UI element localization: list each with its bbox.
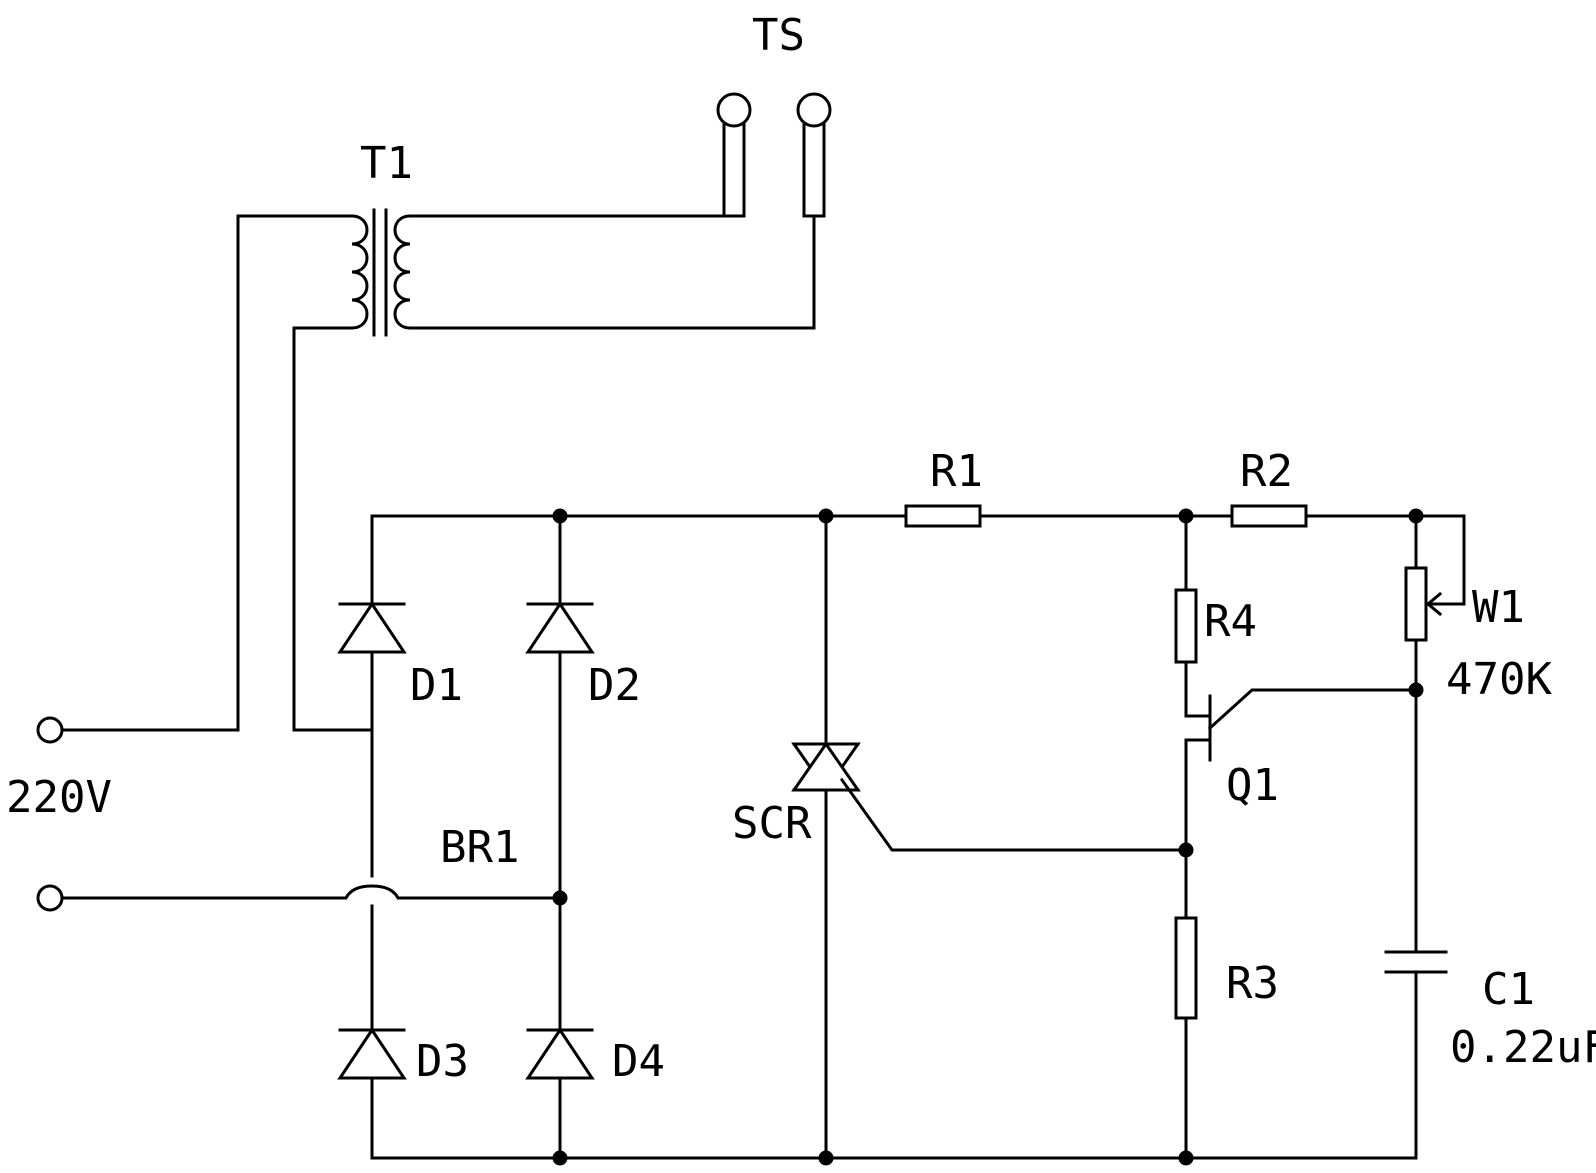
diode-d4 <box>525 1027 595 1080</box>
ts-probe-right-rod <box>802 116 826 218</box>
label-br1: BR1 <box>440 822 519 873</box>
junction-dot <box>1408 682 1424 698</box>
potentiometer-w1 <box>1404 566 1428 642</box>
label-w1: W1 <box>1472 582 1525 633</box>
junction-dot <box>1178 1150 1194 1166</box>
label-r1: R1 <box>930 446 983 497</box>
junction-dot <box>1408 508 1424 524</box>
q1-emitter-wire <box>1207 688 1418 731</box>
resistor-r1 <box>904 504 982 528</box>
scr-gate-wire <box>839 777 1188 852</box>
junction-dot <box>1178 508 1194 524</box>
terminal-220v-top <box>36 716 64 744</box>
resistor-r3 <box>1174 916 1198 1020</box>
resistor-r4 <box>1174 588 1198 664</box>
primary-wire-top <box>60 214 354 732</box>
junction-dot <box>1178 842 1194 858</box>
q1-base1-wire <box>1184 660 1212 718</box>
label-d1: D1 <box>410 660 463 711</box>
ts-probe-left-tip <box>716 92 752 128</box>
input-wire-bottom <box>60 884 562 900</box>
label-c1: C1 <box>1482 964 1535 1015</box>
label-r3: R3 <box>1226 958 1279 1009</box>
junction-dot <box>552 890 568 906</box>
scr-thyristor <box>791 741 861 793</box>
diode-d2 <box>525 601 595 654</box>
label-d4: D4 <box>612 1036 665 1087</box>
diode-d1 <box>337 601 407 654</box>
w1-wiper-wire <box>1414 514 1466 606</box>
junction-dot <box>818 508 834 524</box>
junction-dot <box>552 1150 568 1166</box>
junction-dot <box>818 1150 834 1166</box>
label-scr: SCR <box>732 798 812 849</box>
label-ts: TS <box>752 10 805 61</box>
ts-probes <box>716 92 832 218</box>
transformer-t1 <box>350 208 412 337</box>
resistor-r2 <box>1230 504 1308 528</box>
label-d2: D2 <box>588 660 641 711</box>
w1-wiper-arrow <box>1425 591 1443 617</box>
label-w1-value: 470K <box>1446 654 1552 705</box>
label-220v: 220V <box>6 772 112 823</box>
secondary-wire-bottom <box>408 214 816 330</box>
ts-probe-right-tip <box>796 92 832 128</box>
junction-dots <box>552 508 1424 1166</box>
primary-winding <box>350 214 369 330</box>
label-t1: T1 <box>360 138 413 189</box>
label-r2: R2 <box>1240 446 1293 497</box>
diode-d3 <box>337 1027 407 1080</box>
secondary-winding <box>393 214 412 330</box>
terminal-220v-bottom <box>36 884 64 912</box>
label-r4: R4 <box>1204 596 1257 647</box>
primary-wire-bottom <box>292 326 374 732</box>
label-d3: D3 <box>416 1036 469 1087</box>
label-c1-value: 0.22uF <box>1450 1022 1596 1073</box>
ts-probe-left-rod <box>722 116 746 218</box>
label-q1: Q1 <box>1226 760 1279 811</box>
q1-base2-wire <box>1184 738 1212 920</box>
junction-dot <box>552 508 568 524</box>
